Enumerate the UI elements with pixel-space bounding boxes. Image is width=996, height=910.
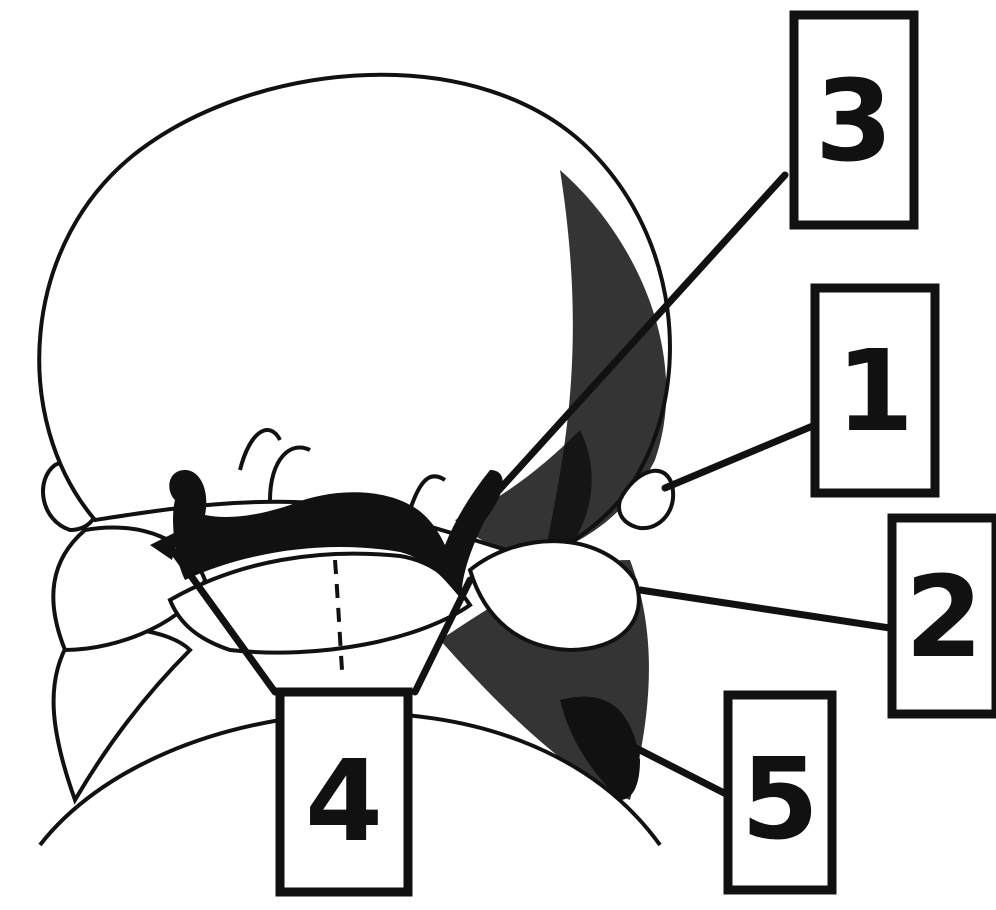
label-2-text: 2 [905,553,983,683]
leader-line-5 [630,745,728,795]
leader-line-2 [640,590,890,628]
central-bulge [170,554,470,653]
label-2: 2 [892,518,996,714]
label-5: 5 [728,695,832,890]
label-4: 4 [280,692,408,892]
label-3-text: 3 [815,57,893,187]
label-3: 3 [794,15,914,225]
label-1: 1 [815,288,935,493]
label-1-text: 1 [836,327,914,457]
leader-line-1 [665,425,815,488]
label-4-text: 4 [305,737,383,867]
label-5-text: 5 [741,735,819,865]
